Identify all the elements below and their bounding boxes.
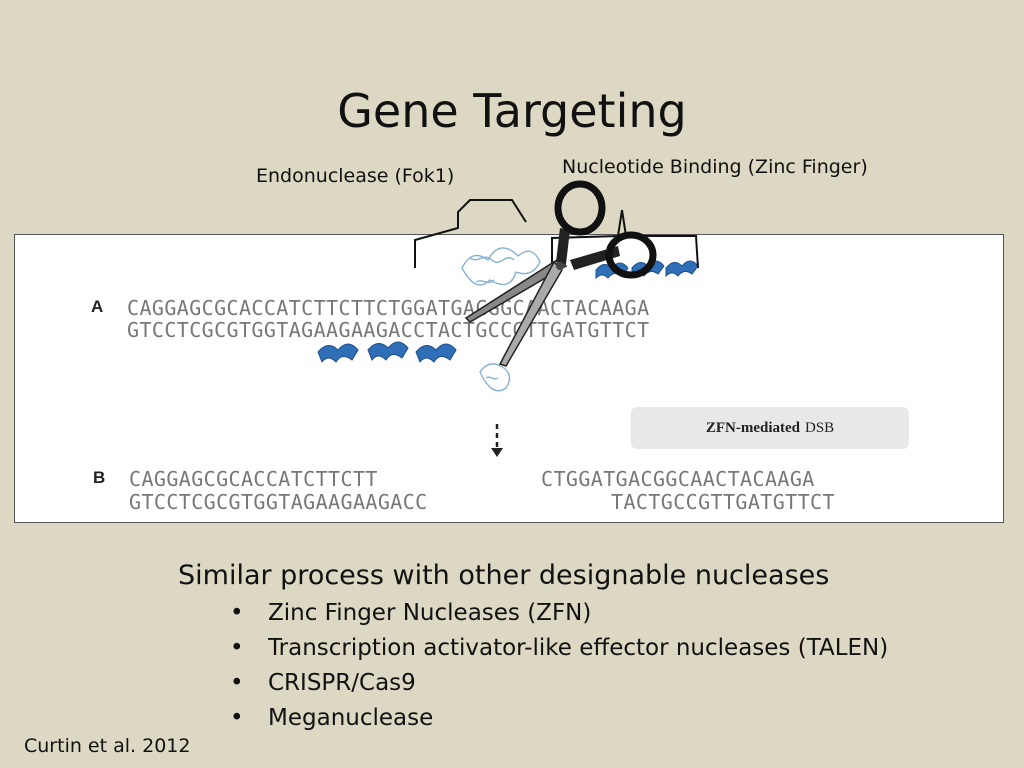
citation: Curtin et al. 2012 — [24, 735, 191, 757]
row-a-bottom-strand: GTCCTCGCGTGGTAGAAGAAGACCTACTGCCGTTGATGTT… — [127, 318, 650, 342]
list-item: • Meganuclease — [230, 701, 888, 736]
row-a-top-strand: CAGGAGCGCACCATCTTCTTCTGGATGACGGCAACTACAA… — [127, 296, 650, 320]
nucleotide-binding-label: Nucleotide Binding (Zinc Finger) — [562, 156, 868, 178]
row-b-left-bottom-strand: GTCCTCGCGTGGTAGAAGAAGACC — [129, 490, 428, 514]
row-b-label: B — [93, 468, 106, 487]
slide-title: Gene Targeting — [337, 84, 687, 138]
row-b-left-top-strand: CAGGAGCGCACCATCTTCTT — [129, 467, 378, 491]
bullet-icon: • — [230, 705, 244, 731]
bullet-icon: • — [230, 635, 244, 661]
list-item: • CRISPR/Cas9 — [230, 666, 888, 701]
bullet-icon: • — [230, 670, 244, 696]
zfn-figure-panel: A CAGGAGCGCACCATCTTCTTCTGGATGACGGCAACTAC… — [14, 234, 1004, 523]
list-item-text: Zinc Finger Nucleases (ZFN) — [268, 600, 592, 626]
dsb-label-bold: ZFN-mediated — [705, 419, 800, 436]
dsb-label-text: DSB — [804, 419, 835, 436]
list-item-text: Transcription activator-like effector nu… — [268, 635, 889, 661]
row-b-right-top-strand: CTGGATGACGGCAACTACAAGA — [541, 467, 815, 491]
bullet-icon: • — [230, 600, 244, 626]
list-item: • Transcription activator-like effector n… — [230, 631, 888, 666]
dsb-label-box: ZFN-mediated DSB — [631, 407, 909, 449]
nuclease-list: • Zinc Finger Nucleases (ZFN) • Transcript… — [230, 596, 888, 736]
row-a-label: A — [91, 297, 104, 316]
row-b-right-bottom-strand: TACTGCCGTTGATGTTCT — [611, 490, 835, 514]
subtitle: Similar process with other designable nu… — [178, 560, 830, 591]
list-item: • Zinc Finger Nucleases (ZFN) — [230, 596, 888, 631]
endonuclease-label: Endonuclease (Fok1) — [256, 165, 455, 187]
list-item-text: Meganuclease — [268, 705, 434, 731]
list-item-text: CRISPR/Cas9 — [268, 670, 416, 696]
